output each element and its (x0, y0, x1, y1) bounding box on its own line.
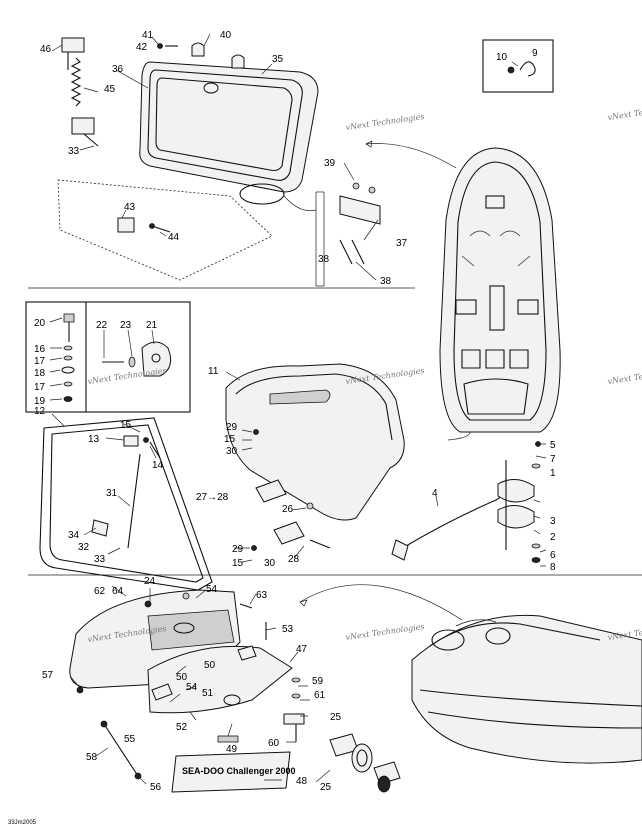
callout-57: 57 (42, 670, 54, 681)
callout-53: 53 (282, 624, 294, 635)
leader-curve-bottom (299, 584, 463, 621)
callout-37: 37 (396, 238, 408, 249)
callout-64: 64 (112, 586, 124, 597)
callout-28: 28 (288, 554, 300, 565)
callout-50a: 50 (204, 660, 216, 671)
callout-63: 63 (256, 590, 268, 601)
callout-55: 55 (124, 734, 136, 745)
watermark-3: vNext Technologies (87, 366, 167, 386)
callout-33b: 33 (94, 554, 106, 565)
callout-46: 46 (40, 44, 52, 55)
callout-21: 21 (146, 320, 158, 331)
callout-15a: 15 (120, 420, 132, 431)
callout-14: 14 (152, 460, 164, 471)
callout-8: 8 (550, 562, 556, 573)
callout-23: 23 (120, 320, 132, 331)
callout-11: 11 (208, 366, 219, 377)
callout-9: 9 (532, 48, 538, 59)
callout-5: 5 (550, 440, 556, 451)
callout-62: 62 (94, 586, 106, 597)
callout-60: 60 (268, 738, 280, 749)
boat-side-view (411, 614, 642, 764)
leader-lines (49, 33, 547, 785)
callout-17a: 17 (34, 356, 46, 367)
callout-43: 43 (124, 202, 136, 213)
callout-52: 52 (176, 722, 188, 733)
logo-text: SEA-DOO Challenger 2000 (182, 766, 296, 776)
callout-41: 41 (142, 30, 154, 41)
leader-arrow-bottom (299, 599, 308, 607)
callout-30b: 30 (264, 558, 276, 569)
glovebox-assembly: SEA-DOO Challenger 2000 (69, 589, 401, 793)
callout-36: 36 (112, 64, 124, 75)
callout-30a: 30 (226, 446, 238, 457)
callout-22: 22 (96, 320, 108, 331)
inset-box-16-23 (25, 301, 191, 413)
callout-58: 58 (86, 752, 98, 763)
callout-19: 19 (34, 396, 46, 407)
callout-17b: 17 (34, 382, 46, 393)
callout-1: 1 (550, 468, 556, 479)
callout-40: 40 (220, 30, 232, 41)
watermark-2: vNext Technologies (607, 102, 642, 122)
callout-47: 47 (296, 644, 308, 655)
callout-45: 45 (104, 84, 116, 95)
callout-26: 26 (282, 504, 294, 515)
callout-24: 24 (144, 576, 156, 587)
watermark-5: vNext Technologies (607, 366, 642, 386)
callout-56: 56 (150, 782, 162, 793)
leader-curve-mid (447, 431, 471, 441)
callout-54b: 54 (186, 682, 198, 693)
callout-18: 18 (34, 368, 46, 379)
watermark-1: vNext Technologies (345, 112, 425, 132)
callout-33: 33 (68, 146, 80, 157)
callout-12: 12 (34, 406, 46, 417)
storage-lid-assembly (57, 37, 554, 287)
callout-51: 51 (202, 688, 214, 699)
inset-box-9-10 (482, 39, 554, 93)
callout-49: 49 (226, 744, 238, 755)
callout-38a: 38 (318, 254, 330, 265)
callout-38b: 38 (380, 276, 392, 287)
callout-61: 61 (314, 690, 326, 701)
callout-25b: 25 (320, 782, 332, 793)
callout-39: 39 (324, 158, 336, 169)
leader-curve-top (365, 143, 457, 169)
callout-54a: 54 (206, 584, 218, 595)
storage-bin-assembly (39, 363, 507, 591)
callout-42: 42 (136, 42, 148, 53)
callout-29a: 29 (226, 422, 238, 433)
callout-29b: 29 (232, 544, 244, 555)
callout-7: 7 (550, 454, 556, 465)
callout-4: 4 (432, 488, 438, 499)
callout-50b: 50 (176, 672, 188, 683)
boat-top-view (439, 147, 561, 433)
callout-34: 34 (68, 530, 80, 541)
callout-59: 59 (312, 676, 324, 687)
callout-48: 48 (296, 776, 308, 787)
callout-13: 13 (88, 434, 100, 445)
callout-31: 31 (106, 488, 118, 499)
callout-44: 44 (168, 232, 180, 243)
callout-32: 32 (78, 542, 90, 553)
watermark-7: vNext Technologies (345, 622, 425, 642)
callout-16: 16 (34, 344, 46, 355)
footer-code: 33Jm2005 (8, 820, 37, 826)
callout-15b: 15 (224, 434, 236, 445)
callout-35: 35 (272, 54, 284, 65)
callout-6: 6 (550, 550, 556, 561)
callout-3: 3 (550, 516, 556, 527)
callout-20: 20 (34, 318, 46, 329)
callout-27-28: 27→28 (196, 492, 229, 503)
callout-labels: 46 45 36 33 41 42 40 35 43 44 10 9 39 37… (8, 30, 556, 826)
callout-15c: 15 (232, 558, 244, 569)
latch-stack-right (497, 441, 541, 563)
callout-25a: 25 (330, 712, 342, 723)
callout-10: 10 (496, 52, 508, 63)
leader-arrow-top (365, 140, 373, 148)
callout-2: 2 (550, 532, 556, 543)
